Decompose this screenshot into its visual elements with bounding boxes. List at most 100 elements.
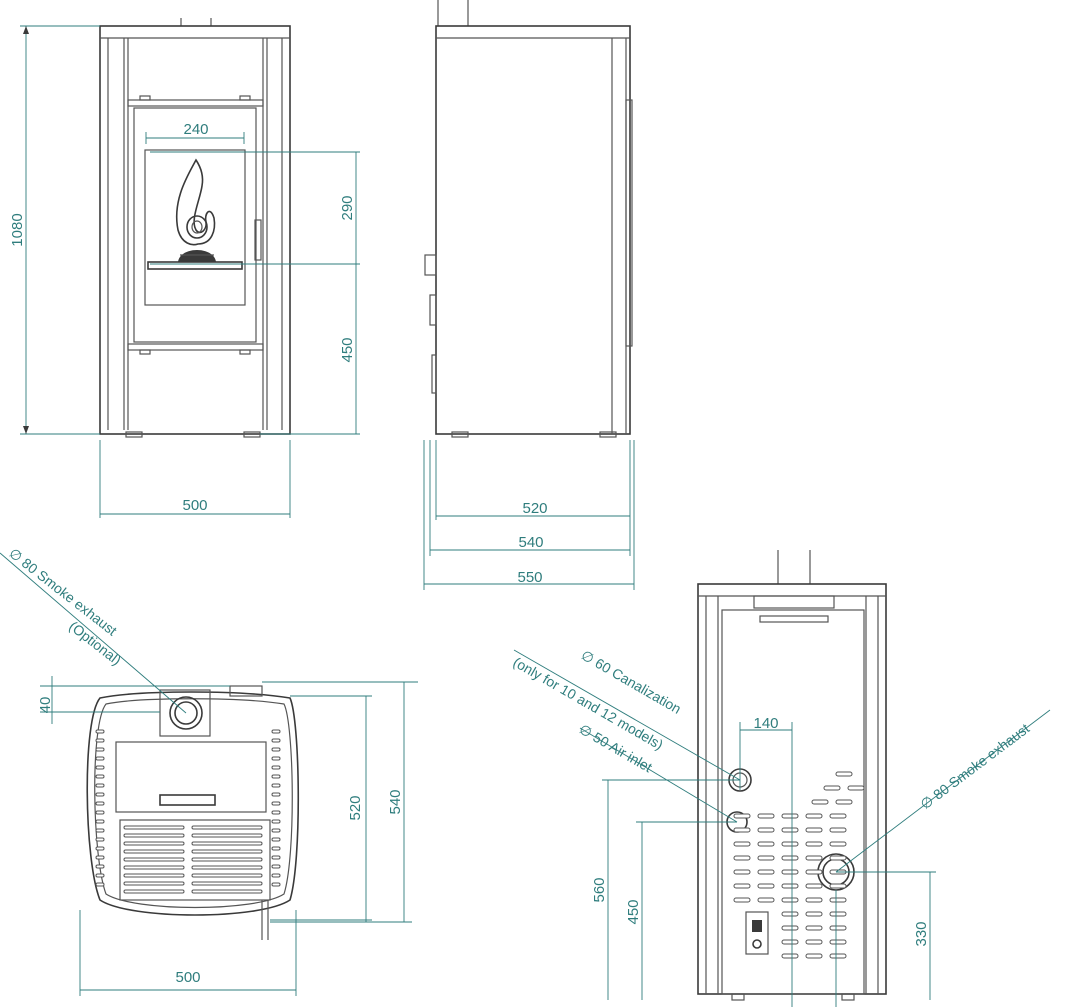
side-grille-slot — [271, 837, 281, 842]
vent-slot — [805, 925, 823, 931]
vent-slot — [781, 925, 799, 931]
vent-slot — [757, 883, 775, 889]
side-grille-slot — [271, 810, 281, 815]
vent-slot — [829, 855, 847, 861]
vent-slot — [829, 813, 847, 819]
vent-slot — [829, 939, 847, 945]
vent-slot — [733, 869, 751, 875]
depth-540-label: 540 — [518, 534, 543, 551]
side-grille-slot — [271, 774, 281, 779]
vent-slot — [829, 911, 847, 917]
side-grille-slot — [95, 783, 105, 788]
grille-slot — [191, 857, 263, 862]
grille-slot — [191, 825, 263, 830]
side-grille-slot — [271, 738, 281, 743]
side-grille-slot — [95, 855, 105, 860]
vent-slot — [781, 869, 799, 875]
side-grille-slot — [95, 828, 105, 833]
depth-520-label: 520 — [522, 500, 547, 517]
glass-width-240-label: 240 — [183, 121, 208, 138]
side-grille-slot — [271, 792, 281, 797]
vent-slot — [733, 855, 751, 861]
vent-slot — [823, 785, 841, 791]
rear-view: ∅ 60 Canalization (only for 10 and 12 mo… — [511, 550, 1051, 1007]
vent-slot — [757, 897, 775, 903]
grille-slot — [191, 841, 263, 846]
vent-slot — [805, 869, 823, 875]
vent-slot — [805, 841, 823, 847]
side-grille-slot — [271, 819, 281, 824]
grille-slot — [123, 857, 185, 862]
vent-slot — [733, 883, 751, 889]
side-grille-slot — [95, 882, 105, 887]
side-grille-slot — [271, 801, 281, 806]
side-grille-slot — [95, 819, 105, 824]
burner-pot-icon — [178, 250, 216, 262]
vent-slot — [805, 911, 823, 917]
depth-550-label: 550 — [517, 569, 542, 586]
grille-slot — [191, 889, 263, 894]
air-inlet-height-450-label: 450 — [625, 899, 642, 924]
base-to-glass-450-label: 450 — [339, 337, 356, 362]
top-depth-520-label: 520 — [347, 795, 364, 820]
vent-slot — [781, 827, 799, 833]
canalization-offset-140-label: 140 — [753, 715, 778, 732]
vent-slot — [805, 939, 823, 945]
rear-smoke-exhaust-note: ∅ 80 Smoke exhaust — [917, 720, 1032, 812]
side-grille-slot — [95, 765, 105, 770]
vent-slot — [829, 897, 847, 903]
side-grille-slot — [271, 783, 281, 788]
vent-slot — [829, 841, 847, 847]
grille-slot — [123, 873, 185, 878]
burner-ring-icon — [186, 215, 208, 239]
side-grille-slot — [271, 855, 281, 860]
vent-slot — [781, 813, 799, 819]
side-grille-slot — [95, 729, 105, 734]
vent-slot — [757, 841, 775, 847]
vent-slot — [733, 897, 751, 903]
side-grille-slot — [95, 792, 105, 797]
vent-slot — [847, 785, 865, 791]
side-grille-slot — [271, 864, 281, 869]
width-500-label: 500 — [182, 497, 207, 514]
grille-slot — [191, 881, 263, 886]
side-view: 520 540 550 — [423, 0, 635, 590]
flue-offset-40-label: 40 — [37, 697, 54, 714]
vent-slot — [781, 939, 799, 945]
vent-slot — [733, 813, 751, 819]
top-depth-540-label: 540 — [387, 789, 404, 814]
side-grille-slot — [95, 774, 105, 779]
glass-height-290-label: 290 — [339, 195, 356, 220]
vent-slot — [805, 883, 823, 889]
front-view: 1080 240 290 450 500 — [9, 18, 360, 518]
vent-slot — [835, 771, 853, 777]
vent-slot — [829, 925, 847, 931]
side-grille-slot — [95, 864, 105, 869]
grille-slot — [191, 849, 263, 854]
side-grille-slot — [95, 756, 105, 761]
grille-slot — [191, 873, 263, 878]
grille-slot — [123, 825, 185, 830]
grille-slot — [123, 833, 185, 838]
side-grille-slot — [271, 873, 281, 878]
top-view: ∅ 80 Smoke exhaust (Optional) 40 520 540… — [0, 545, 418, 996]
flame-icon — [175, 158, 216, 246]
vent-slot — [811, 799, 829, 805]
vent-slot — [805, 855, 823, 861]
side-grille-slot — [271, 747, 281, 752]
top-width-500-label: 500 — [175, 969, 200, 986]
side-grille-slot — [271, 828, 281, 833]
vent-slot — [781, 855, 799, 861]
vent-slot — [829, 827, 847, 833]
side-grille-slot — [271, 756, 281, 761]
vent-slot — [757, 827, 775, 833]
vent-slot — [781, 841, 799, 847]
canalization-height-560-label: 560 — [591, 877, 608, 902]
vent-slot — [733, 841, 751, 847]
grille-slot — [191, 865, 263, 870]
side-grille-slot — [95, 873, 105, 878]
vent-slot — [757, 869, 775, 875]
grille-slot — [123, 865, 185, 870]
vent-slot — [805, 897, 823, 903]
